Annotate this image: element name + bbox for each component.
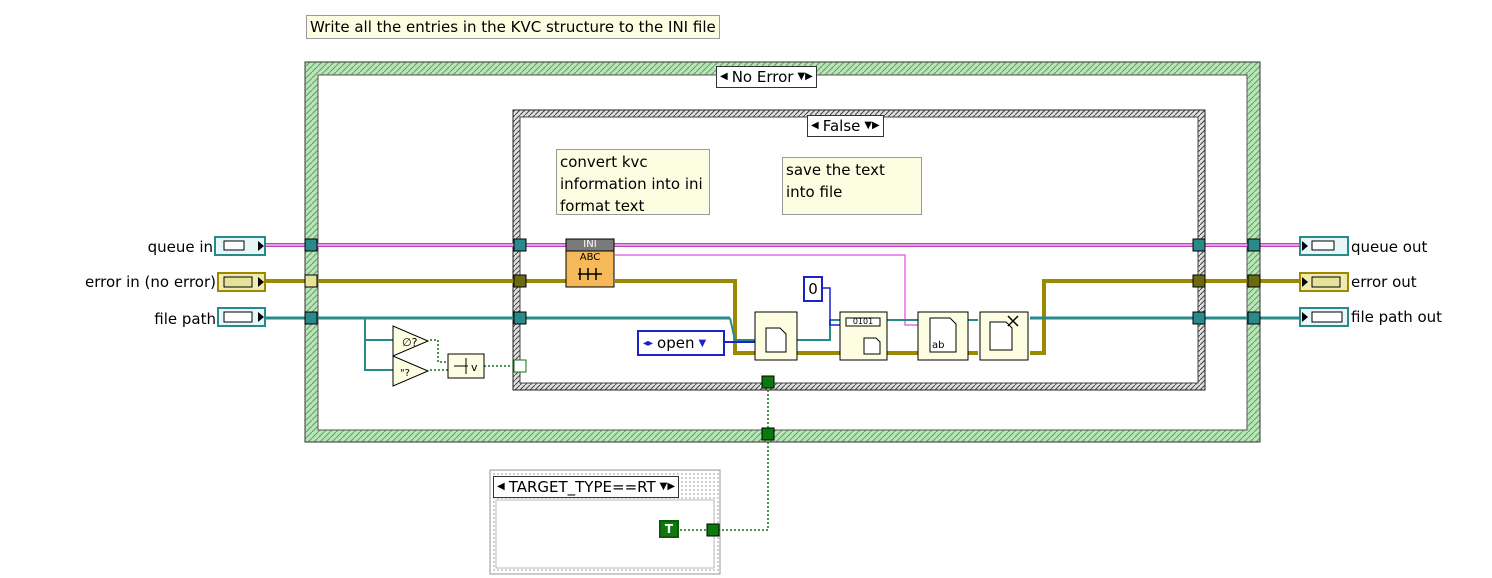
open-file-icon[interactable] <box>754 311 798 361</box>
dropdown-icon[interactable]: ▼▶ <box>659 481 676 492</box>
inner-case-label: False <box>822 117 861 135</box>
queue-in-label: queue in <box>147 238 213 256</box>
ini-vi-sublabel: ABC <box>579 252 601 263</box>
dropdown-icon[interactable]: ▼▶ <box>797 71 813 82</box>
queue-out-label: queue out <box>1351 238 1428 256</box>
save-comment: save the text into file <box>782 157 922 215</box>
write-text-file-icon[interactable]: ab <box>917 311 969 361</box>
prev-case-icon[interactable]: ◀ <box>811 120 819 131</box>
outer-case-selector[interactable]: ◀ No Error ▼▶ <box>716 66 817 88</box>
file-path-label: file path <box>154 310 216 328</box>
queue-out-terminal-icon[interactable] <box>1299 236 1349 256</box>
ini-convert-subvi-icon[interactable] <box>565 238 615 288</box>
target-case-label: TARGET_TYPE==RT <box>508 478 656 496</box>
not-a-path-compare-icon[interactable]: "? <box>392 355 430 387</box>
ring-arrows-icon: ◂▸ <box>643 337 654 349</box>
close-file-icon[interactable] <box>979 311 1029 361</box>
svg-text:"?: "? <box>400 368 410 379</box>
prev-case-icon[interactable]: ◀ <box>497 481 505 492</box>
outer-case-tunnels <box>304 238 1261 441</box>
file-path-out-terminal-icon[interactable] <box>1299 307 1349 327</box>
or-function-icon[interactable]: v <box>447 353 485 379</box>
dropdown-icon[interactable]: ▼▶ <box>864 120 880 131</box>
numeric-wire <box>725 287 840 343</box>
binary-icon-label: 0101 <box>852 317 874 326</box>
boolean-wire <box>430 339 769 531</box>
title-comment: Write all the entries in the KVC structu… <box>306 15 720 39</box>
queue-wire <box>265 243 1300 326</box>
svg-text:∅?: ∅? <box>402 336 418 349</box>
inner-case-tunnels <box>513 238 1206 537</box>
true-constant[interactable]: T <box>659 520 679 538</box>
convert-comment: convert kvc information into ini format … <box>556 149 710 215</box>
outer-case-label: No Error <box>731 68 794 86</box>
set-file-position-icon[interactable] <box>839 311 888 361</box>
error-out-terminal-icon[interactable] <box>1299 272 1349 292</box>
error-in-label: error in (no error) <box>85 273 216 291</box>
prev-case-icon[interactable]: ◀ <box>720 71 728 82</box>
chevron-down-icon: ▼ <box>698 337 707 349</box>
error-in-terminal-icon[interactable] <box>217 272 266 292</box>
svg-text:ab: ab <box>932 340 944 351</box>
target-case-selector[interactable]: ◀ TARGET_TYPE==RT ▼▶ <box>493 476 680 498</box>
queue-in-terminal-icon[interactable] <box>214 236 266 256</box>
open-mode-ring[interactable]: ◂▸ open ▼ <box>637 330 725 356</box>
empty-path-compare-icon[interactable]: ∅? <box>392 325 430 357</box>
file-path-terminal-icon[interactable] <box>217 307 266 327</box>
svg-text:v: v <box>471 361 478 374</box>
error-out-label: error out <box>1351 273 1417 291</box>
offset-constant[interactable]: 0 <box>803 276 823 302</box>
file-path-out-label: file path out <box>1351 308 1443 326</box>
open-mode-value: open <box>657 334 695 352</box>
inner-case-selector[interactable]: ◀ False ▼▶ <box>807 115 884 137</box>
ini-vi-label: INI <box>583 239 597 250</box>
